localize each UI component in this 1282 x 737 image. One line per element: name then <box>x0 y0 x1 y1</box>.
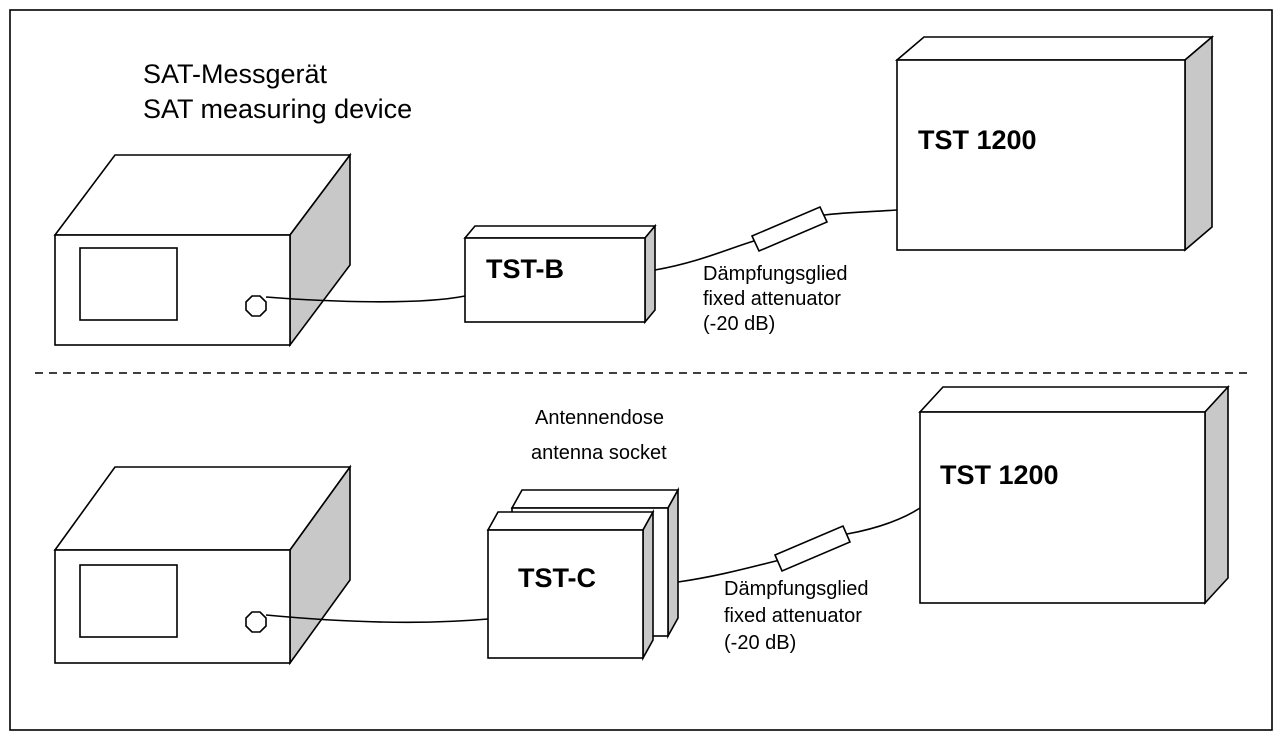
attenuator-label-de-top: Dämpfungsglied <box>703 263 848 285</box>
device-screen <box>79 247 178 321</box>
cable-tst-c-to-attenuator <box>677 559 781 583</box>
tst-c-label: TST-C <box>518 563 596 593</box>
diagram-frame <box>9 9 1273 731</box>
tst1200-label-bottom: TST 1200 <box>940 460 1059 490</box>
sat-measuring-device-top <box>53 152 352 348</box>
device-title-de: SAT-Messgerät <box>143 59 328 89</box>
tst-b-box <box>463 223 657 325</box>
attenuator-label-de-bottom: Dämpfungsglied <box>724 578 869 600</box>
tst-b-label: TST-B <box>486 254 564 284</box>
socket-label-de: Antennendose <box>535 407 664 429</box>
socket-label-en: antenna socket <box>531 442 667 464</box>
bottom-section: Antennendose antenna socket TST-C <box>53 384 1230 666</box>
sat-measuring-device-bottom <box>53 464 352 666</box>
fixed-attenuator-top <box>750 205 829 253</box>
attenuator-value-bottom: (-20 dB) <box>724 632 796 654</box>
top-section: SAT-Messgerät SAT measuring device TST-B <box>53 35 1215 348</box>
attenuator-value-top: (-20 dB) <box>703 313 775 335</box>
rf-connector-icon <box>245 295 267 317</box>
tst-c-box <box>486 508 655 662</box>
cable-device-to-tst-b <box>265 295 466 303</box>
attenuator-label-en-top: fixed attenuator <box>703 288 841 310</box>
attenuator-label-en-bottom: fixed attenuator <box>724 605 862 627</box>
device-title-en: SAT measuring device <box>143 94 412 124</box>
tst1200-box-top <box>894 35 1215 252</box>
cable-device-to-tst-c <box>265 614 489 623</box>
cable-attenuator-to-tst1200 <box>823 209 898 216</box>
tst1200-label-top: TST 1200 <box>918 125 1037 155</box>
cable-attenuator-to-tst1200-bottom <box>846 507 921 535</box>
cable-tst-b-to-attenuator <box>654 239 758 271</box>
rf-connector-icon <box>245 611 267 633</box>
fixed-attenuator-bottom <box>773 524 852 573</box>
tst1200-box-bottom <box>918 384 1230 606</box>
device-screen <box>79 564 178 638</box>
